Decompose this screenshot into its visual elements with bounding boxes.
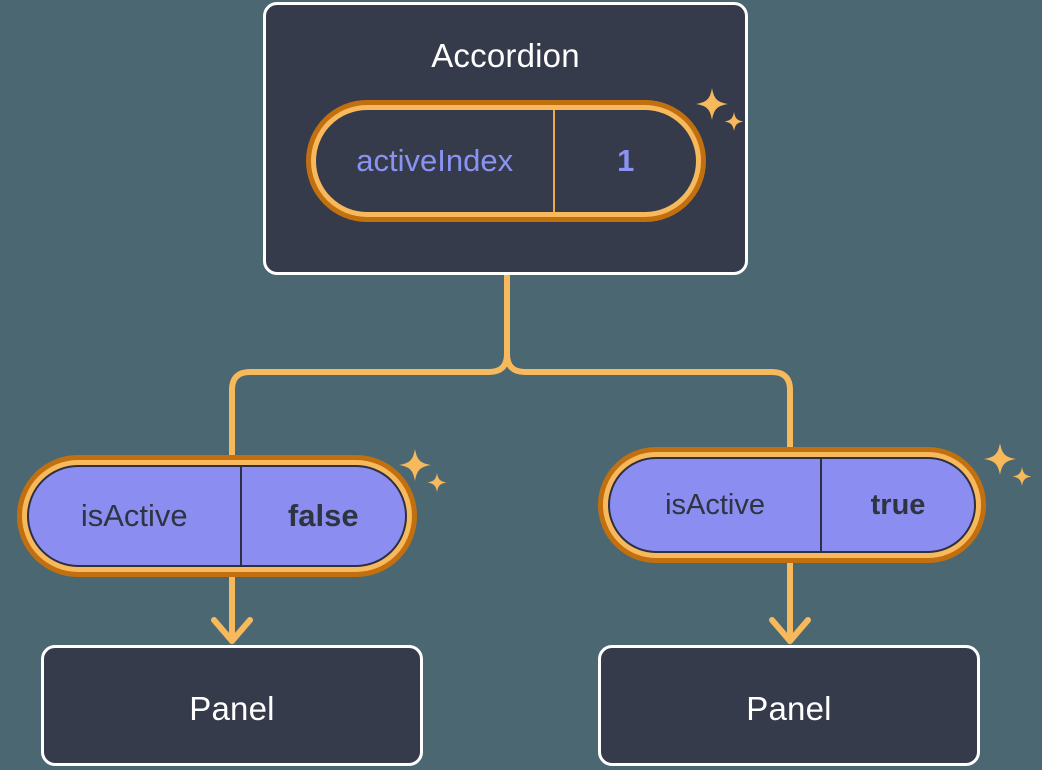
- wire-root-to-right: [504, 271, 793, 450]
- prop-value-label: true: [820, 459, 974, 551]
- sparkle-star-small-icon: [427, 473, 447, 492]
- panel-title-left: Panel: [189, 690, 275, 727]
- pill-inner-ring: isActive false: [22, 460, 412, 572]
- panel-component-box-left[interactable]: Panel: [41, 645, 423, 766]
- sparkle-group-right-pill: [978, 437, 1038, 502]
- panel-title-right: Panel: [746, 690, 832, 727]
- pill-body: isActive true: [608, 457, 976, 553]
- prop-pill-is-active-false[interactable]: isActive false: [17, 455, 417, 577]
- prop-pill-is-active-true[interactable]: isActive true: [598, 447, 986, 563]
- state-value-label: 1: [553, 110, 696, 212]
- arrowhead-right: [769, 617, 811, 644]
- pill-inner-ring: isActive true: [603, 452, 981, 558]
- sparkle-star-icon: [984, 443, 1016, 475]
- pill-body: activeIndex 1: [316, 110, 696, 212]
- prop-key-label: isActive: [665, 488, 765, 521]
- prop-key-label: isActive: [80, 498, 188, 533]
- sparkle-star-icon: [399, 449, 431, 481]
- pill-body: isActive false: [27, 465, 407, 567]
- accordion-title: Accordion: [431, 37, 580, 74]
- panel-component-box-right[interactable]: Panel: [598, 645, 980, 766]
- arrowhead-left: [211, 617, 253, 644]
- state-pill-active-index[interactable]: activeIndex 1: [306, 100, 706, 222]
- state-key-label: activeIndex: [356, 143, 514, 178]
- prop-value-label: false: [239, 467, 406, 565]
- sparkle-star-small-icon: [1012, 467, 1032, 486]
- wire-root-to-left: [229, 271, 510, 458]
- pill-inner-ring: activeIndex 1: [311, 105, 701, 217]
